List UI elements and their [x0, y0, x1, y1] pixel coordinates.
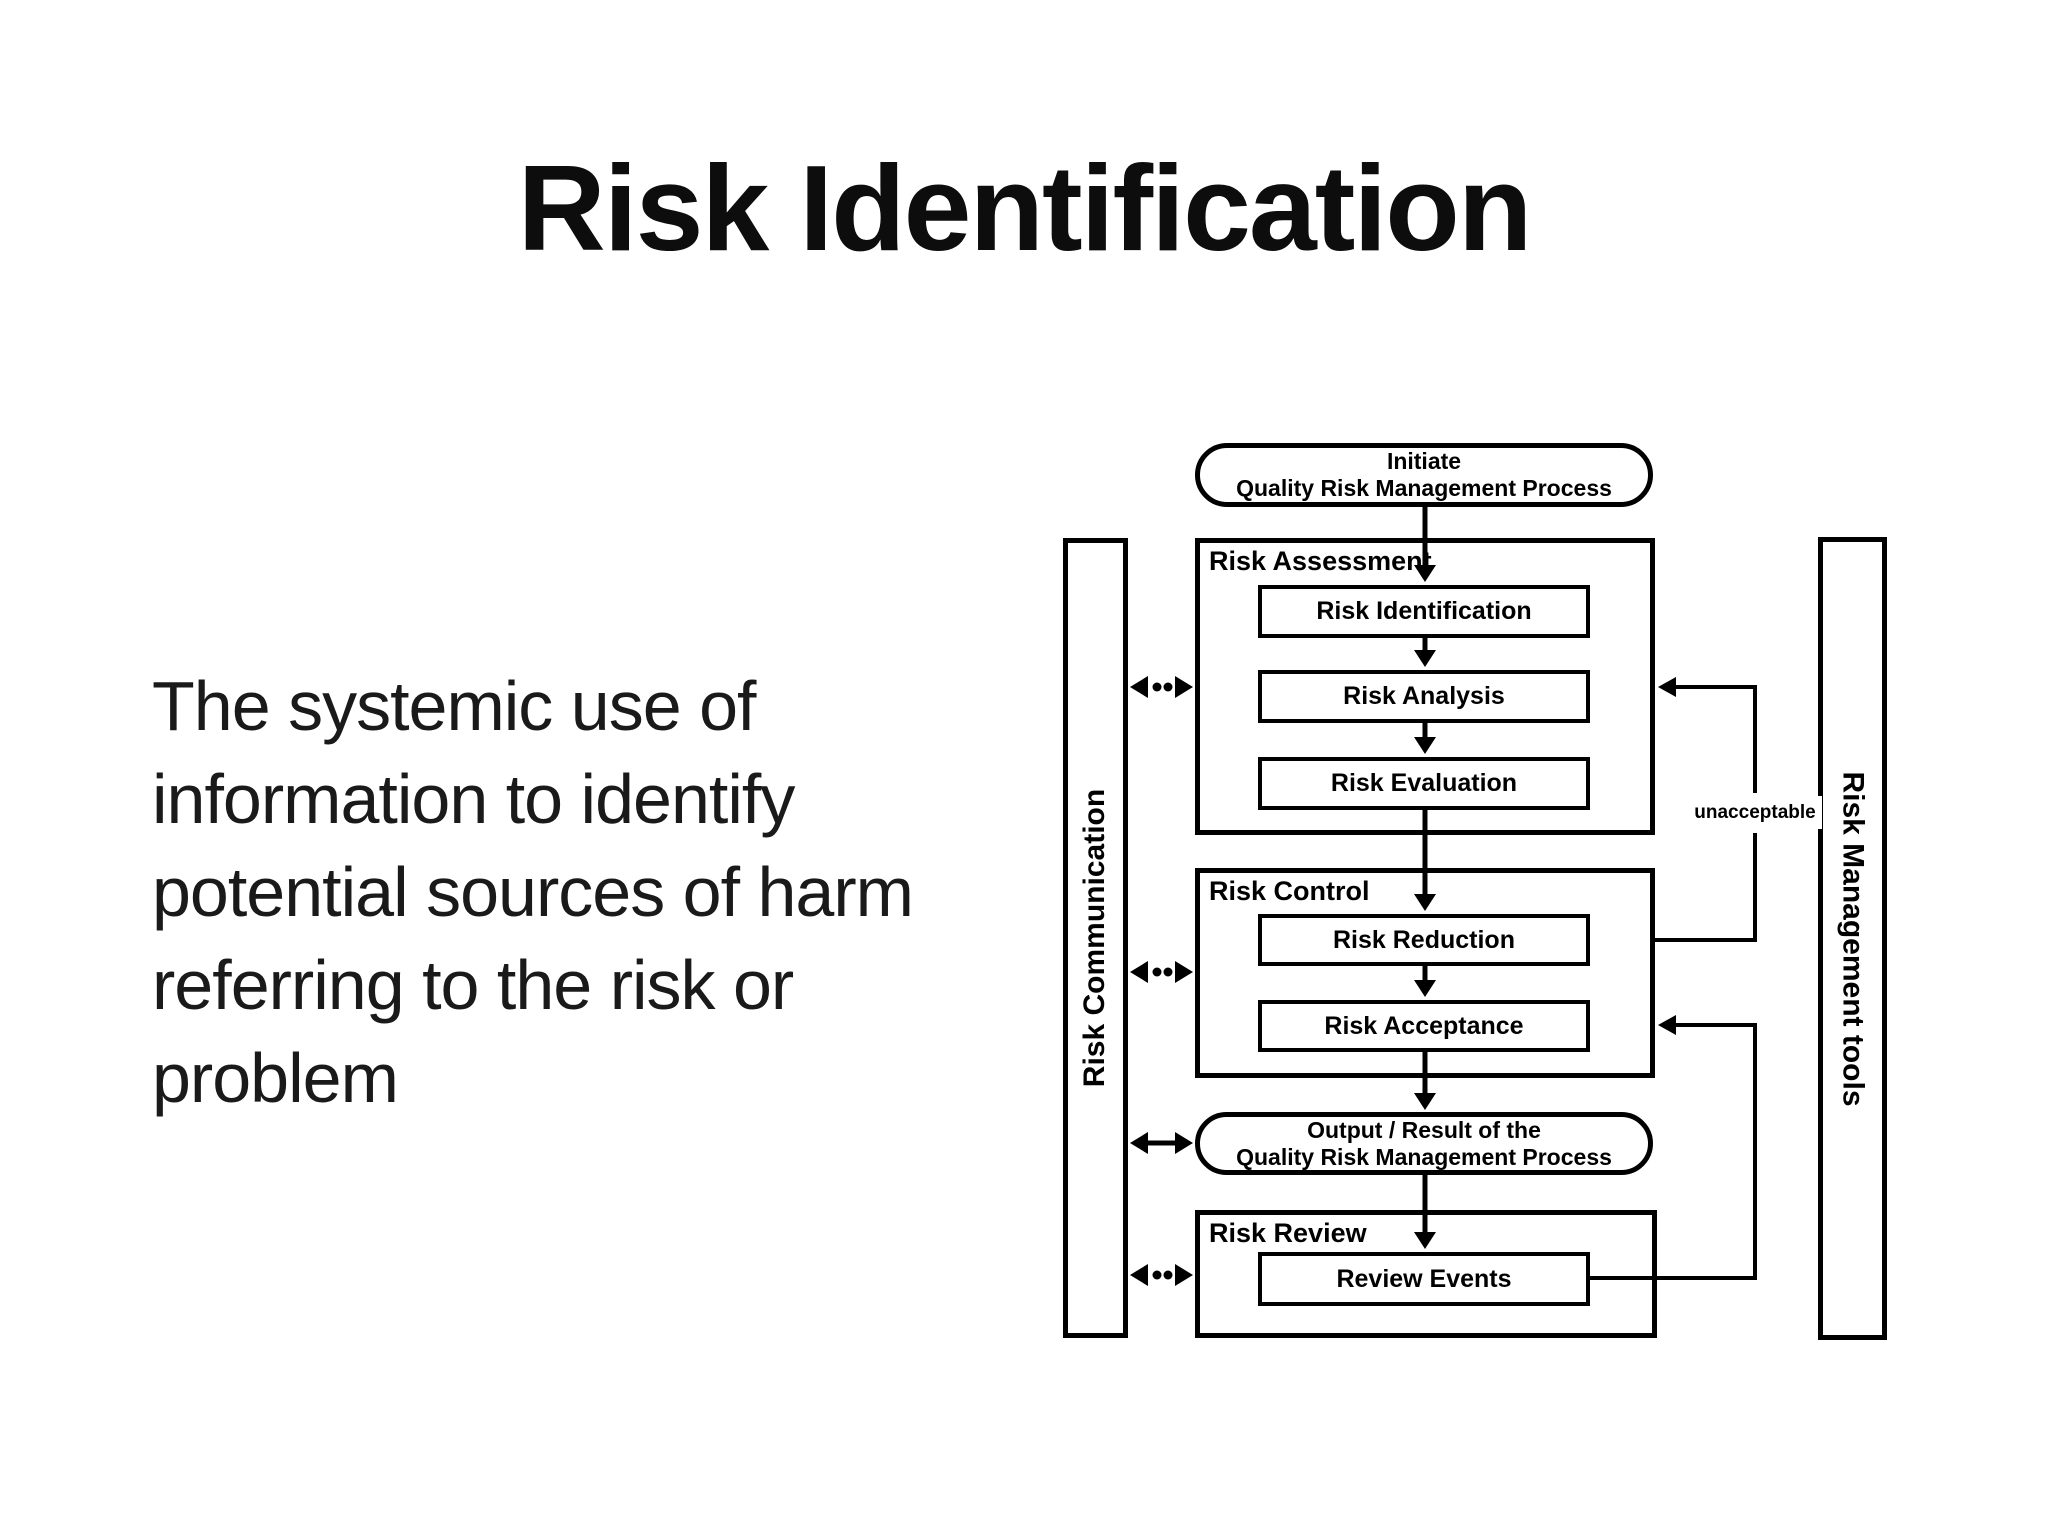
initiate-line2: Quality Risk Management Process: [1236, 475, 1612, 501]
risk-reduction-box: Risk Reduction: [1258, 914, 1590, 966]
initiate-node: Initiate Quality Risk Management Process: [1195, 443, 1653, 507]
risk-control-label: Risk Control: [1209, 876, 1370, 906]
dotted-double-arrow-icons: [1130, 676, 1193, 1286]
risk-management-tools-label: Risk Management tools: [1836, 770, 1870, 1107]
review-events-box: Review Events: [1258, 1252, 1590, 1306]
risk-review-container: Risk Review: [1195, 1210, 1657, 1338]
risk-review-label: Risk Review: [1209, 1218, 1367, 1248]
risk-communication-label: Risk Communication: [1078, 788, 1112, 1088]
output-node: Output / Result of the Quality Risk Mana…: [1195, 1112, 1653, 1175]
risk-analysis-box: Risk Analysis: [1258, 670, 1590, 723]
body-line: information to identify: [152, 760, 795, 838]
qrm-process-flowchart: Risk Communication Risk Management tools…: [1050, 430, 1900, 1350]
body-line: referring to the risk or: [152, 946, 794, 1024]
body-line: potential sources of harm: [152, 853, 914, 931]
body-line: The systemic use of: [152, 667, 756, 745]
down-arrow-icons: [1414, 565, 1436, 1249]
page-title: Risk Identification: [517, 140, 1533, 276]
risk-communication-bar: Risk Communication: [1063, 538, 1128, 1338]
body-line: problem: [152, 1039, 399, 1117]
risk-evaluation-box: Risk Evaluation: [1258, 757, 1590, 810]
unacceptable-label: unacceptable: [1688, 796, 1822, 829]
review-feedback-line: [1590, 1023, 1757, 1280]
risk-management-tools-bar: Risk Management tools: [1818, 537, 1887, 1340]
left-arrow-icons: [1658, 677, 1676, 1035]
output-line2: Quality Risk Management Process: [1236, 1143, 1612, 1170]
double-arrow-icon: [1130, 1132, 1193, 1154]
risk-identification-box: Risk Identification: [1258, 585, 1590, 638]
body-text: The systemic use of information to ident…: [152, 660, 1052, 1125]
risk-assessment-label: Risk Assessment: [1209, 546, 1432, 576]
flow-connectors: [1130, 507, 1757, 1286]
initiate-line1: Initiate: [1386, 448, 1462, 474]
risk-control-container: Risk Control: [1195, 868, 1655, 1078]
risk-assessment-container: Risk Assessment: [1195, 538, 1655, 835]
risk-acceptance-box: Risk Acceptance: [1258, 1000, 1590, 1052]
output-line1: Output / Result of the: [1307, 1116, 1541, 1143]
unacceptable-feedback-line: [1655, 685, 1757, 942]
